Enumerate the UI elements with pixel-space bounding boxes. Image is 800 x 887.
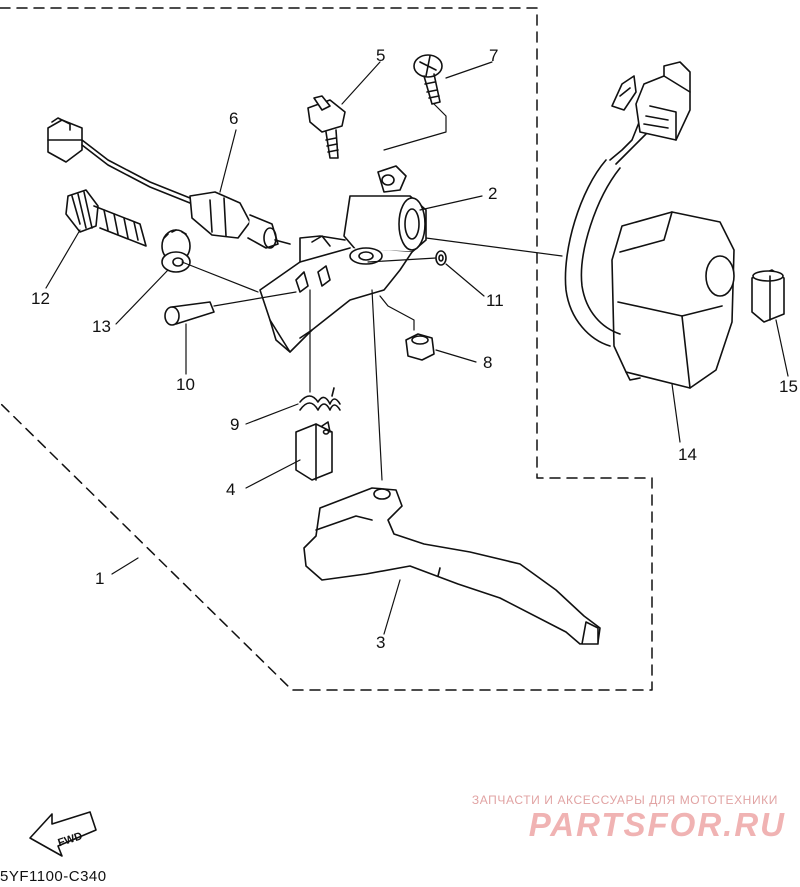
watermark-caption: ЗАПЧАСТИ И АКСЕССУАРЫ ДЛЯ МОТОТЕХНИКИ — [471, 793, 778, 807]
lever-part-3 — [303, 487, 601, 645]
assembly-boundary — [0, 7, 653, 691]
bushing-part-15 — [751, 269, 785, 323]
spring-part-9 — [299, 289, 341, 411]
callout-3: 3 — [376, 633, 386, 652]
adjuster-part-12 — [65, 189, 147, 247]
callout-13: 13 — [92, 317, 111, 336]
callout-2: 2 — [488, 184, 498, 203]
fwd-arrow-icon — [29, 811, 97, 857]
callout-9: 9 — [230, 415, 240, 434]
callout-4: 4 — [226, 480, 236, 499]
callout-15: 15 — [779, 377, 798, 396]
switch-part-6 — [47, 117, 291, 249]
drawing-code: 5YF1100-C340 — [0, 868, 107, 885]
locknut-part-13 — [161, 229, 191, 273]
switch-part-4 — [295, 421, 333, 481]
bolt-part-5 — [307, 95, 346, 159]
callout-6: 6 — [229, 109, 239, 128]
callout-7: 7 — [489, 46, 499, 65]
callout-8: 8 — [483, 353, 493, 372]
callout-1: 1 — [95, 569, 105, 588]
callout-11: 11 — [486, 291, 504, 310]
washer-part-11 — [435, 250, 447, 266]
callout-5: 5 — [376, 46, 386, 65]
callout-14: 14 — [678, 445, 697, 464]
callout-12: 12 — [31, 289, 50, 308]
nut-part-8 — [405, 333, 435, 361]
callout-10: 10 — [176, 375, 195, 394]
pivot-bolt-part-10 — [164, 301, 215, 326]
watermark-logo: PARTSFOR.RU — [528, 806, 786, 843]
lever-holder-part-2 — [259, 165, 427, 353]
screw-part-7 — [413, 54, 443, 105]
handlebar-switch-part-14 — [564, 61, 735, 389]
